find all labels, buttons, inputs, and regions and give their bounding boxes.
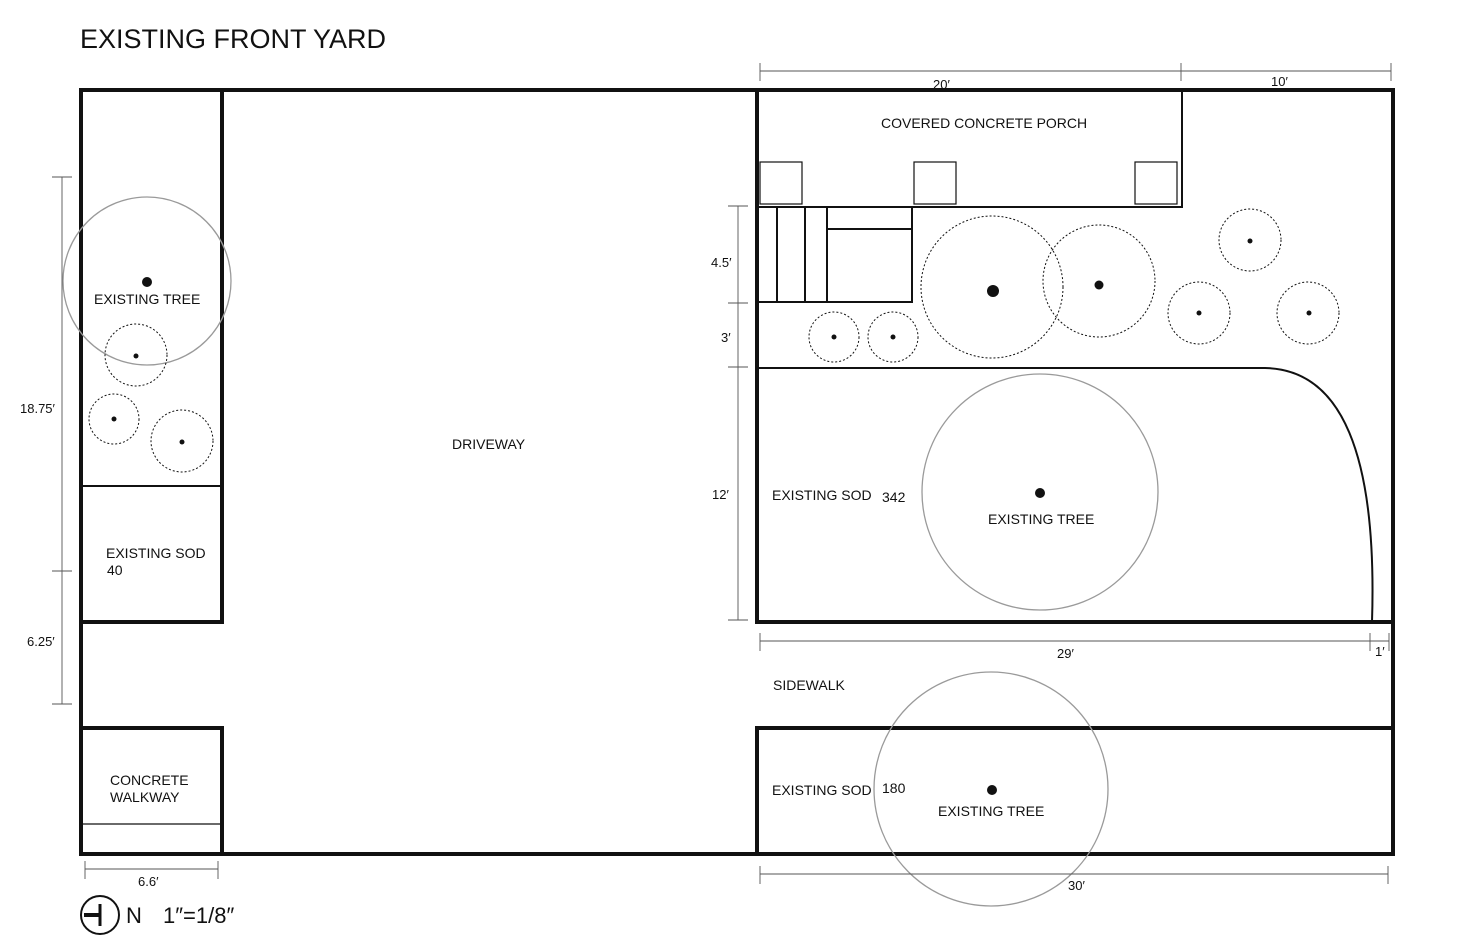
driveway-label: DRIVEWAY bbox=[452, 436, 526, 452]
left-shrub-2 bbox=[88, 393, 140, 445]
left-shrub-2-center bbox=[111, 416, 117, 422]
dim-left-625: 6.25′ bbox=[27, 634, 55, 649]
bottom-sod-label: EXISTING SOD bbox=[772, 782, 872, 798]
dim-left bbox=[52, 176, 72, 705]
bed-shrub-4-center bbox=[1094, 280, 1104, 290]
property-boundary bbox=[79, 88, 1395, 856]
north-arrow-icon bbox=[80, 895, 120, 935]
main-sod-value: 342 bbox=[882, 489, 906, 505]
dim-bottom-30: 30′ bbox=[1068, 878, 1085, 893]
dim-walkway bbox=[84, 861, 219, 879]
bed-shrub-4 bbox=[1042, 224, 1156, 338]
dim-top-10: 10′ bbox=[1271, 74, 1288, 89]
bed-shrub-3-center bbox=[987, 285, 999, 297]
scale-label: 1″=1/8″ bbox=[163, 903, 234, 928]
bottom-tree-label: EXISTING TREE bbox=[938, 803, 1044, 819]
bed-shrub-2-center bbox=[890, 334, 896, 340]
north-label: N bbox=[126, 903, 142, 928]
parkway-tree-canopy bbox=[873, 671, 1109, 907]
dim-porch-3: 3′ bbox=[721, 330, 731, 345]
walkway-label-line1: CONCRETE bbox=[110, 772, 189, 788]
left-shrub-3 bbox=[150, 409, 214, 473]
walkway-label-line2: WALKWAY bbox=[110, 789, 180, 805]
main-tree-label: EXISTING TREE bbox=[988, 511, 1094, 527]
porch-steps bbox=[756, 206, 913, 303]
dim-walkway-66: 6.6′ bbox=[138, 874, 159, 889]
bed-edge-line bbox=[757, 367, 1374, 623]
porch-column-3 bbox=[1134, 161, 1178, 205]
sidewalk-label: SIDEWALK bbox=[773, 677, 845, 693]
left-tree-canopy bbox=[62, 196, 232, 366]
dim-porch-vertical bbox=[728, 205, 748, 621]
house-lawn-box bbox=[755, 88, 1395, 624]
plan-title: EXISTING FRONT YARD bbox=[80, 24, 386, 54]
porch-column-1 bbox=[759, 161, 803, 205]
porch-outline bbox=[757, 90, 1183, 208]
left-tree-label: EXISTING TREE bbox=[94, 291, 200, 307]
bed-shrub-5-center bbox=[1196, 310, 1202, 316]
dim-left-1875: 18.75′ bbox=[20, 401, 56, 416]
left-shrub-1 bbox=[104, 323, 168, 387]
dim-bottom bbox=[759, 866, 1389, 884]
bed-shrub-1-center bbox=[831, 334, 837, 340]
parkway-sod-box bbox=[755, 726, 1395, 856]
bed-shrub-7-center bbox=[1306, 310, 1312, 316]
porch-label: COVERED CONCRETE PORCH bbox=[881, 115, 1087, 131]
bed-shrub-6-center bbox=[1247, 238, 1253, 244]
left-tree-trunk bbox=[142, 277, 152, 287]
dim-lawn-1: 1′ bbox=[1375, 644, 1385, 659]
bed-shrub-5 bbox=[1167, 281, 1231, 345]
left-sod-label: EXISTING SOD bbox=[106, 545, 206, 561]
dim-porch-45: 4.5′ bbox=[711, 255, 732, 270]
dim-lawn-12: 12′ bbox=[712, 487, 729, 502]
bed-shrub-1 bbox=[808, 311, 860, 363]
left-sod-value: 40 bbox=[107, 562, 123, 578]
bottom-sod-value: 180 bbox=[882, 780, 906, 796]
dim-top bbox=[759, 63, 1392, 81]
dim-top-20: 20′ bbox=[933, 77, 950, 92]
main-sod-label: EXISTING SOD bbox=[772, 487, 872, 503]
dim-lawn-horizontal bbox=[759, 633, 1390, 651]
bed-shrub-2 bbox=[867, 311, 919, 363]
parkway-tree-trunk bbox=[987, 785, 997, 795]
left-shrub-3-center bbox=[179, 439, 185, 445]
porch-column-2 bbox=[913, 161, 957, 205]
bed-shrub-7 bbox=[1276, 281, 1340, 345]
bed-shrub-3 bbox=[920, 215, 1064, 359]
dim-lawn-29: 29′ bbox=[1057, 646, 1074, 661]
left-planting-bed bbox=[79, 88, 224, 624]
main-tree-canopy bbox=[921, 373, 1159, 611]
concrete-walkway-box bbox=[79, 726, 224, 856]
main-tree-trunk bbox=[1035, 488, 1045, 498]
bed-shrub-6 bbox=[1218, 208, 1282, 272]
left-shrub-1-center bbox=[133, 353, 139, 359]
